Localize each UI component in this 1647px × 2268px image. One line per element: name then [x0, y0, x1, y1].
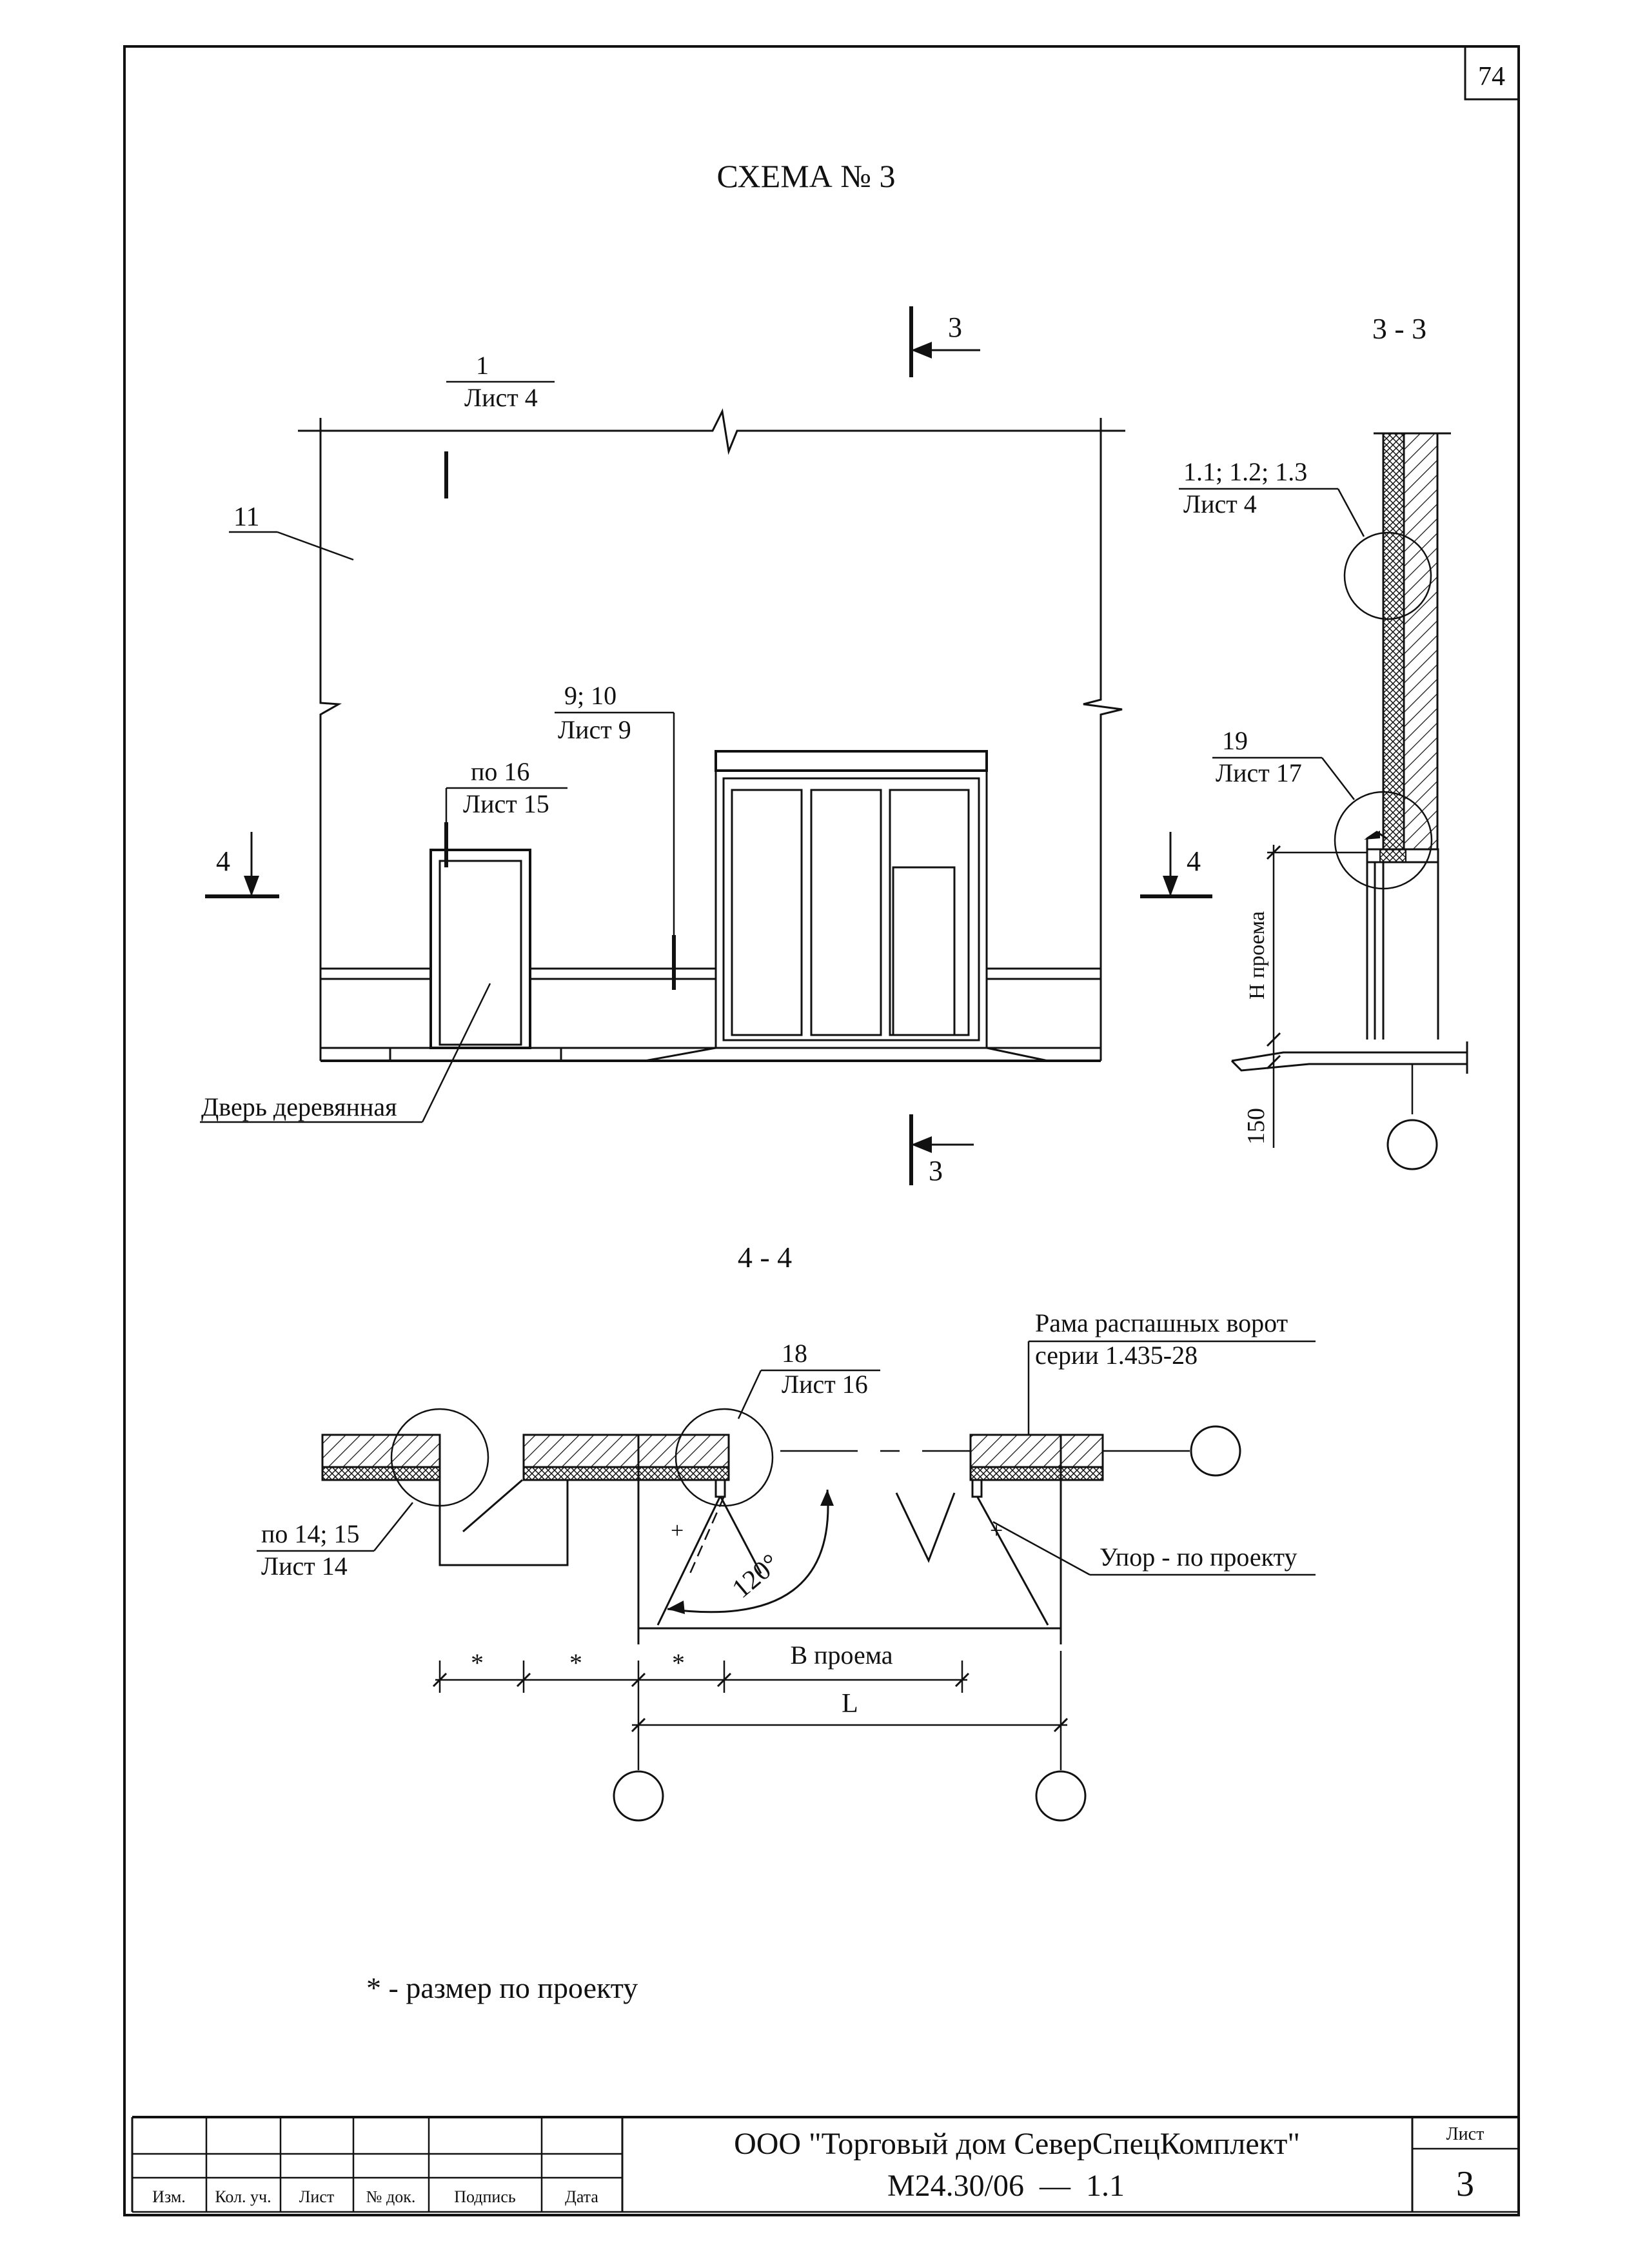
- schema-title: СХЕМА № 3: [717, 158, 896, 194]
- callout-19-sheet: Лист 17: [1216, 758, 1302, 787]
- l-dim: L: [842, 1689, 858, 1719]
- cut-4-right-label: 4: [1187, 845, 1201, 877]
- company-name: ООО "Торговый дом СеверСпецКомплект": [734, 2127, 1300, 2161]
- axis-marker-b: [1035, 1770, 1087, 1822]
- callout-19-number: 19: [1222, 726, 1248, 755]
- callout-1-1-number: 1.1; 1.2; 1.3: [1183, 457, 1307, 486]
- callout-14-sheet: Лист 14: [261, 1552, 348, 1581]
- cut-3-bottom-label: 3: [929, 1155, 943, 1187]
- sheet-frame: [123, 45, 1520, 2216]
- section-4-4: 4 - 4 + + 12: [257, 1241, 1316, 1822]
- callout-14-number: по 14; 15: [261, 1519, 360, 1548]
- document-code: М24.30/06 — 1.1: [887, 2169, 1125, 2203]
- callout-16-number: по 16: [471, 757, 529, 786]
- axis-marker-a: [613, 1770, 664, 1822]
- callout-9-10-number: 9; 10: [564, 681, 616, 710]
- sheet-number: 3: [1456, 2164, 1474, 2204]
- callout-9-10-sheet: Лист 9: [558, 715, 631, 744]
- callout-11: 11: [233, 502, 259, 532]
- b-opening-dim: В проема: [790, 1641, 893, 1670]
- callout-18-number: 18: [782, 1339, 807, 1368]
- tb-header-list: Лист: [299, 2187, 334, 2206]
- dim-star-3: *: [672, 1648, 685, 1677]
- frame-label-2: серии 1.435-28: [1035, 1341, 1198, 1370]
- title-block: Изм. Кол. уч. Лист № док. Подпись Дата О…: [131, 2116, 1519, 2213]
- gate: [715, 750, 988, 1049]
- callout-1-1-sheet: Лист 4: [1183, 489, 1257, 518]
- callout-1-sheet: Лист 4: [464, 383, 538, 412]
- stop-label: Упор - по проекту: [1100, 1543, 1297, 1572]
- door-label: Дверь деревянная: [201, 1092, 397, 1121]
- section-3-3: 3 - 3 Н проема 150 1.1;: [1179, 312, 1468, 1170]
- sheet-label: Лист: [1446, 2124, 1484, 2144]
- plus-left: +: [671, 1517, 684, 1543]
- tb-header-sign: Подпись: [454, 2187, 516, 2206]
- page-number-box: [1464, 45, 1520, 101]
- h-opening-dim: Н проема: [1245, 911, 1269, 1000]
- size-note: * - размер по проекту: [366, 1971, 638, 2004]
- tb-header-doc: № док.: [366, 2187, 416, 2206]
- cut-4-left-label: 4: [216, 845, 230, 877]
- section-3-3-title: 3 - 3: [1372, 312, 1426, 345]
- page-number: 74: [1478, 62, 1505, 92]
- tb-header-kol: Кол. уч.: [215, 2187, 271, 2206]
- callout-1-number: 1: [476, 351, 489, 380]
- axis-marker-right: [1190, 1425, 1241, 1477]
- dim-150: 150: [1243, 1108, 1270, 1145]
- tb-header-date: Дата: [565, 2187, 598, 2206]
- section-4-4-title: 4 - 4: [738, 1241, 792, 1274]
- cut-3-top-label: 3: [948, 311, 962, 343]
- dim-star-1: *: [471, 1648, 484, 1677]
- callout-18-sheet: Лист 16: [782, 1370, 868, 1399]
- tb-header-izm: Изм.: [152, 2187, 186, 2206]
- wooden-door: [429, 849, 531, 1049]
- elevation-view: 3 3 4 4 1 Лист 4 11 9; 10 Лист 9 по 16 Л: [200, 306, 1212, 1187]
- dim-star-2: *: [569, 1648, 582, 1677]
- angle-label: 120°: [727, 1548, 785, 1604]
- callout-16-sheet: Лист 15: [463, 789, 549, 818]
- frame-label-1: Рама распашных ворот: [1035, 1308, 1288, 1337]
- axis-marker: [1386, 1119, 1438, 1170]
- plus-right: +: [990, 1517, 1003, 1543]
